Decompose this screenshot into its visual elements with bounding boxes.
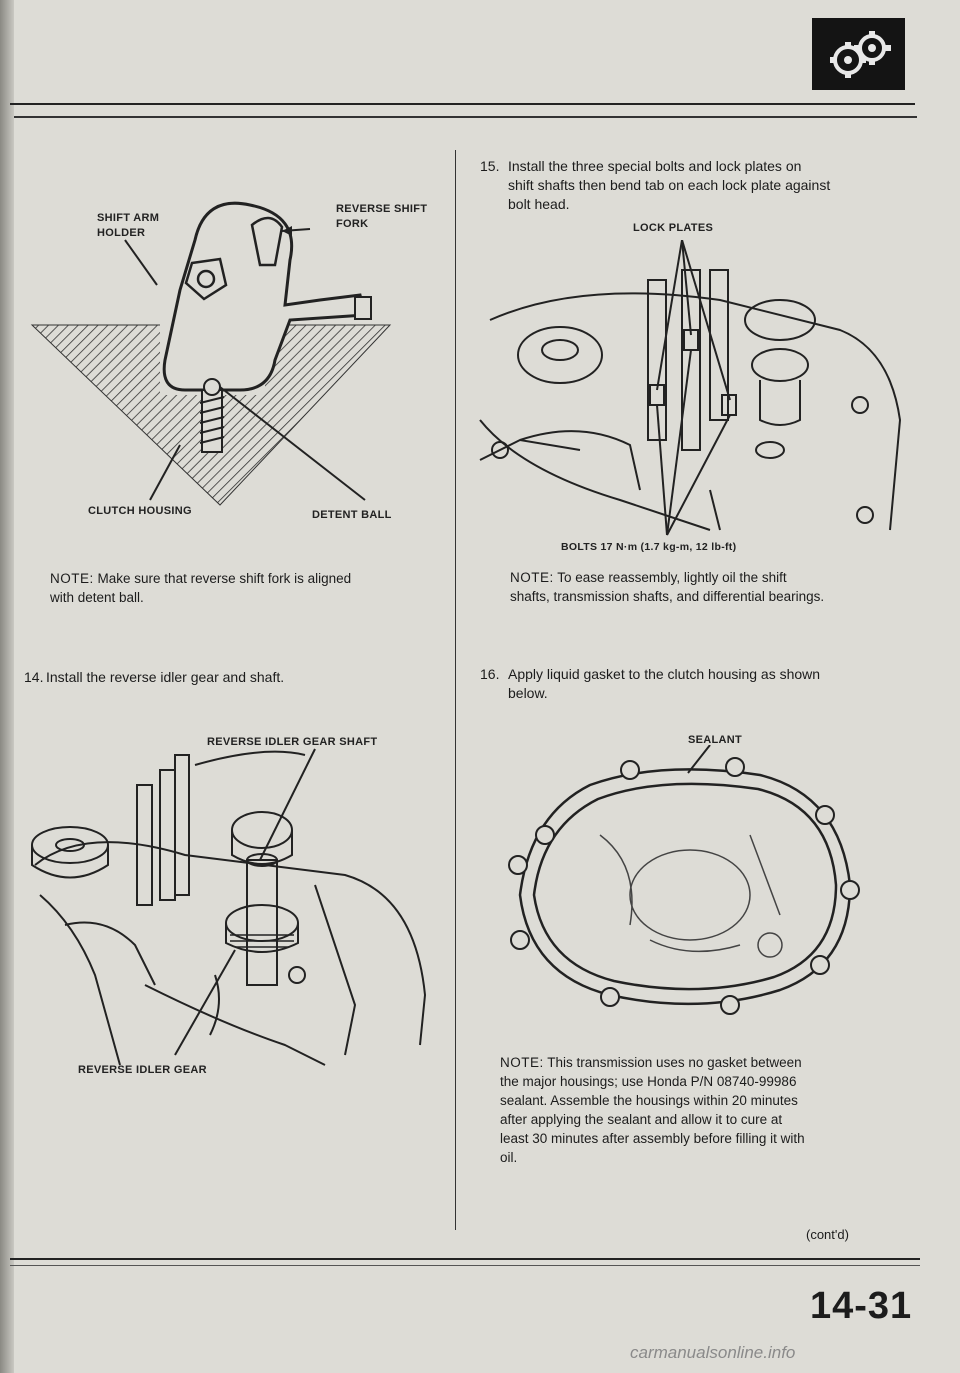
label-reverse-shift-fork-2: FORK	[336, 218, 369, 230]
label-detent-ball: DETENT BALL	[312, 509, 392, 521]
label-shift-arm-holder-1: SHIFT ARM	[97, 212, 160, 224]
note-text-line1: This transmission uses no gasket between	[547, 1055, 802, 1070]
note-text-line1: To ease reassembly, lightly oil the shif…	[557, 570, 787, 585]
note-text-line5: least 30 minutes after assembly before f…	[500, 1131, 805, 1146]
step-text-line1: Install the three special bolts and lock…	[508, 158, 802, 174]
frame-top-rule	[14, 116, 917, 118]
note-text-line6: oil.	[500, 1150, 518, 1165]
transmission-gears-logo-icon	[812, 18, 905, 90]
label-reverse-idler-gear-shaft: REVERSE IDLER GEAR SHAFT	[207, 736, 378, 748]
step-16: 16. Apply liquid gasket to the clutch ho…	[480, 665, 910, 705]
note-head: NOTE:	[50, 571, 94, 586]
step-text-line2: shift shafts then bend tab on each lock …	[508, 177, 831, 193]
note-head: NOTE:	[500, 1055, 544, 1070]
label-sealant: SEALANT	[688, 734, 743, 746]
footer-rule-secondary	[10, 1265, 920, 1266]
footer-rule	[10, 1258, 920, 1260]
note-sealant: NOTE: This transmission uses no gasket b…	[500, 1053, 910, 1167]
step-15: 15. Install the three special bolts and …	[480, 157, 910, 217]
step-number: 14.	[24, 669, 44, 685]
step-text-line3: bolt head.	[508, 196, 570, 212]
note-text-line2: with detent ball.	[50, 590, 144, 605]
reverse-idler-gear-diagram	[25, 745, 445, 1075]
continued-marker: (cont'd)	[806, 1227, 849, 1242]
step-text-line1: Apply liquid gasket to the clutch housin…	[508, 666, 821, 682]
label-reverse-shift-fork-1: REVERSE SHIFT	[336, 203, 428, 215]
lock-plates-diagram	[460, 240, 910, 540]
note-head: NOTE:	[510, 570, 554, 585]
label-reverse-idler-gear: REVERSE IDLER GEAR	[78, 1064, 207, 1076]
step-text-line2: below.	[508, 685, 548, 701]
note-oil-shafts: NOTE: To ease reassembly, lightly oil th…	[510, 568, 787, 587]
note-text-line2: the major housings; use Honda P/N 08740-…	[500, 1074, 797, 1089]
note-text-line2: shafts, transmission shafts, and differe…	[510, 589, 825, 604]
label-bolts-torque: BOLTS 17 N·m (1.7 kg-m, 12 lb-ft)	[561, 541, 737, 553]
label-clutch-housing: CLUTCH HOUSING	[88, 505, 192, 517]
clutch-housing-sealant-diagram	[500, 745, 870, 1025]
page-edge	[0, 0, 14, 1373]
note-text-line1: Make sure that reverse shift fork is ali…	[97, 571, 352, 586]
step-number: 16.	[480, 666, 500, 682]
column-divider	[455, 150, 456, 1230]
note-text-line3: sealant. Assemble the housings within 20…	[500, 1093, 798, 1108]
page-number: 14-31	[810, 1285, 913, 1327]
label-lock-plates: LOCK PLATES	[633, 222, 714, 234]
header-rule	[10, 103, 915, 105]
shift-arm-holder-diagram	[20, 165, 450, 525]
watermark: carmanualsonline.info	[630, 1343, 796, 1362]
step-text: Install the reverse idler gear and shaft…	[46, 669, 285, 685]
label-shift-arm-holder-2: HOLDER	[97, 227, 146, 239]
note-detent-ball: NOTE: Make sure that reverse shift fork …	[50, 569, 351, 588]
note-text-line4: after applying the sealant and allow it …	[500, 1112, 783, 1127]
step-14: 14. Install the reverse idler gear and s…	[24, 668, 444, 688]
step-number: 15.	[480, 158, 500, 174]
